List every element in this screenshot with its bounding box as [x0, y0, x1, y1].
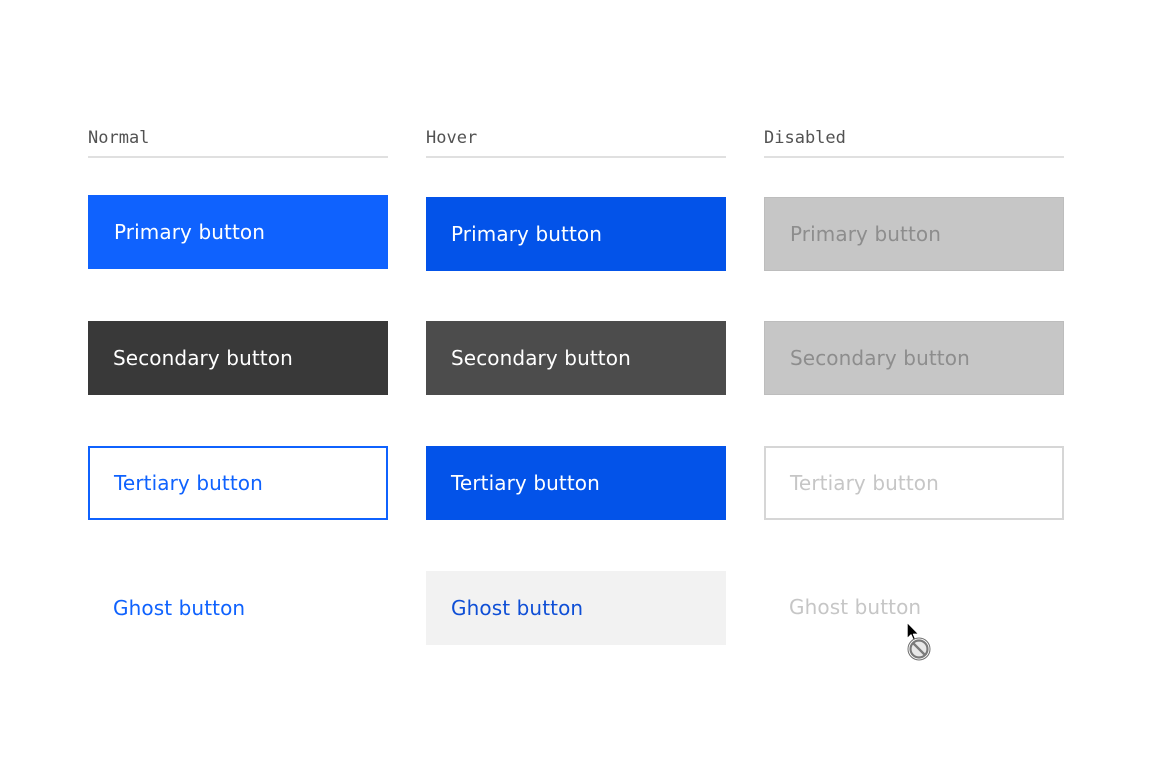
tertiary-button-disabled: Tertiary button [764, 446, 1064, 520]
column-header-hover: Hover [426, 128, 726, 158]
secondary-button-normal[interactable]: Secondary button [88, 321, 388, 395]
ghost-button-disabled: Ghost button [789, 595, 922, 619]
tertiary-button-normal[interactable]: Tertiary button [88, 446, 388, 520]
tertiary-button-hover[interactable]: Tertiary button [426, 446, 726, 520]
column-header-disabled: Disabled [764, 128, 1064, 158]
not-allowed-cursor-icon [904, 620, 938, 664]
secondary-button-hover[interactable]: Secondary button [426, 321, 726, 395]
column-disabled: Disabled Primary button Secondary button… [764, 0, 1064, 784]
primary-button-normal[interactable]: Primary button [88, 195, 388, 269]
column-hover: Hover Primary button Secondary button Te… [426, 0, 726, 784]
secondary-button-disabled: Secondary button [764, 321, 1064, 395]
primary-button-hover[interactable]: Primary button [426, 197, 726, 271]
primary-button-disabled: Primary button [764, 197, 1064, 271]
column-header-normal: Normal [88, 128, 388, 158]
ghost-button-hover[interactable]: Ghost button [426, 571, 726, 645]
ghost-button-normal[interactable]: Ghost button [113, 596, 246, 620]
column-normal: Normal Primary button Secondary button T… [88, 0, 388, 784]
